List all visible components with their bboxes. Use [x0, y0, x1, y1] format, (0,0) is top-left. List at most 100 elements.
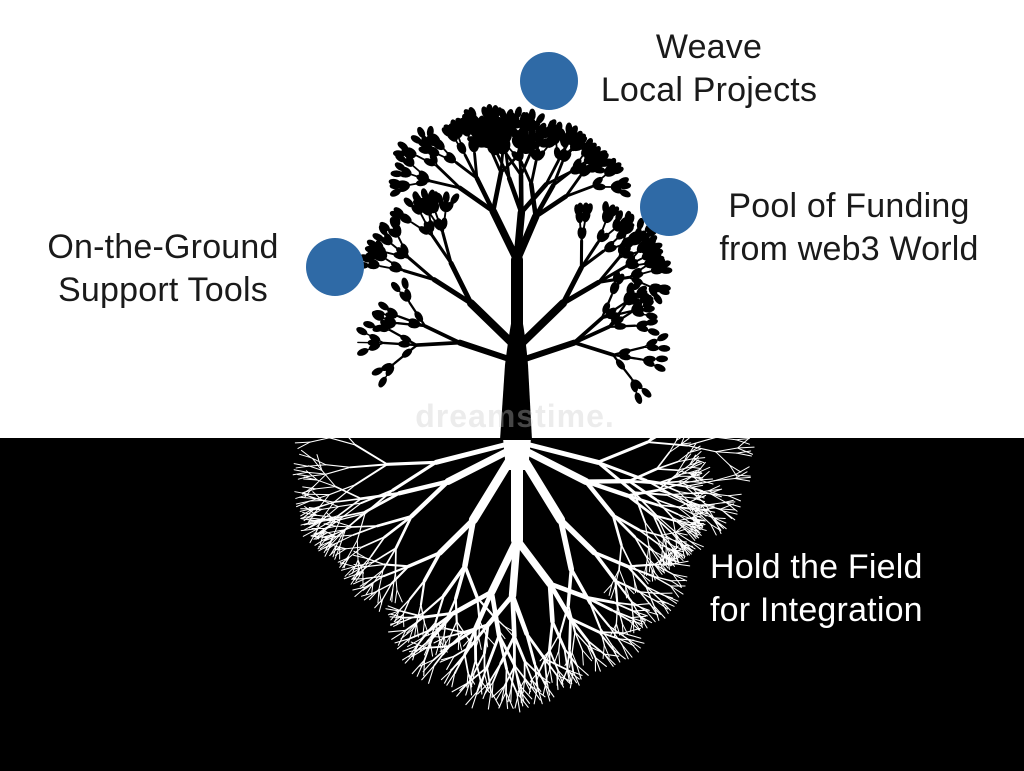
root-branch: [308, 473, 327, 477]
root-branch: [596, 440, 650, 464]
root-branch: [557, 669, 570, 683]
root-branch: [715, 436, 737, 441]
root-branch: [527, 442, 601, 465]
root-branch: [456, 620, 460, 639]
tree-leaf: [387, 307, 398, 317]
root-branch: [708, 493, 722, 498]
root-branch: [356, 539, 359, 561]
root-branch: [423, 621, 430, 636]
root-branch: [536, 686, 543, 705]
root-branch: [734, 474, 751, 477]
root-branch: [394, 638, 411, 644]
root-branch: [408, 645, 418, 658]
root-branch: [357, 561, 374, 575]
root-branch: [722, 510, 738, 515]
root-branch: [409, 479, 451, 519]
root-branch: [519, 455, 566, 525]
root-branch: [484, 673, 489, 689]
root-branch: [696, 461, 706, 474]
root-branch: [465, 690, 478, 706]
tree-branch: [597, 256, 621, 284]
root-branch: [677, 513, 694, 521]
root-branch: [698, 478, 714, 481]
root-branch: [372, 547, 397, 563]
tree-leaf: [614, 322, 627, 330]
root-branch: [369, 569, 384, 581]
root-branch: [558, 631, 562, 652]
root-branch: [325, 464, 351, 468]
root-branch: [543, 657, 548, 681]
tree-leaf: [604, 212, 614, 224]
root-branch: [293, 469, 309, 473]
tree-leaf: [418, 170, 429, 180]
root-branch: [325, 518, 341, 530]
root-branch: [488, 536, 521, 596]
root-branch: [720, 503, 735, 510]
tree-leaf: [594, 160, 606, 168]
root-branch: [421, 664, 435, 681]
root-branch: [651, 568, 654, 582]
root-branch: [406, 551, 442, 569]
root-branch: [592, 550, 630, 569]
root-branch: [513, 536, 554, 588]
root-branch: [339, 502, 362, 520]
root-branch: [345, 546, 363, 550]
tree-leaf: [401, 213, 412, 223]
tree-leaf: [397, 141, 409, 151]
root-branch: [396, 589, 403, 603]
root-branch: [632, 491, 646, 524]
label-hold-the-field: Hold the Field for Integration: [710, 546, 970, 632]
root-branch: [603, 583, 613, 594]
tree-leaf: [632, 279, 642, 291]
root-branch: [655, 468, 678, 472]
tree-leaf: [450, 193, 460, 204]
root-branch: [733, 414, 750, 424]
root-branch: [614, 579, 633, 603]
root-branch: [686, 444, 717, 453]
root-branch: [463, 564, 479, 600]
root-branch: [295, 500, 311, 505]
root-branch: [662, 553, 665, 566]
root-branch: [411, 659, 426, 675]
root-branch: [691, 371, 702, 393]
root-branch: [370, 536, 386, 557]
root-branch: [307, 511, 317, 525]
label-on-the-ground-support: On-the-Ground Support Tools: [38, 226, 288, 312]
root-branch: [715, 447, 739, 453]
root-branch: [727, 377, 744, 388]
root-branch: [372, 569, 384, 585]
root-branch: [646, 420, 685, 444]
root-branch: [332, 544, 338, 558]
root-branch: [362, 583, 374, 591]
tree-leaf: [394, 224, 402, 237]
root-branch: [323, 412, 339, 427]
root-branch: [630, 600, 635, 620]
root-branch: [523, 660, 533, 681]
root-branch: [686, 436, 717, 447]
root-branch: [733, 412, 746, 424]
root-branch: [352, 586, 367, 591]
root-branch: [683, 402, 711, 422]
root-branch: [429, 621, 437, 643]
root-branch: [653, 563, 674, 575]
root-branch: [599, 626, 605, 646]
root-branch: [394, 589, 398, 604]
root-branch: [626, 494, 655, 517]
root-branch: [674, 394, 700, 415]
root-branch: [621, 644, 633, 658]
root-branch: [615, 605, 619, 625]
root-branch: [589, 601, 602, 629]
root-branch: [318, 543, 332, 552]
root-branch: [329, 392, 332, 409]
root-branch: [688, 529, 697, 539]
root-branch: [622, 632, 642, 639]
root-branch: [548, 648, 559, 672]
root-branch: [556, 674, 559, 691]
root-branch: [690, 469, 698, 478]
root-branch: [655, 514, 676, 532]
root-branch: [734, 478, 751, 482]
root-branch: [335, 525, 354, 528]
root-branch: [349, 463, 389, 469]
root-branch: [321, 469, 337, 488]
root-branch: [525, 632, 547, 661]
